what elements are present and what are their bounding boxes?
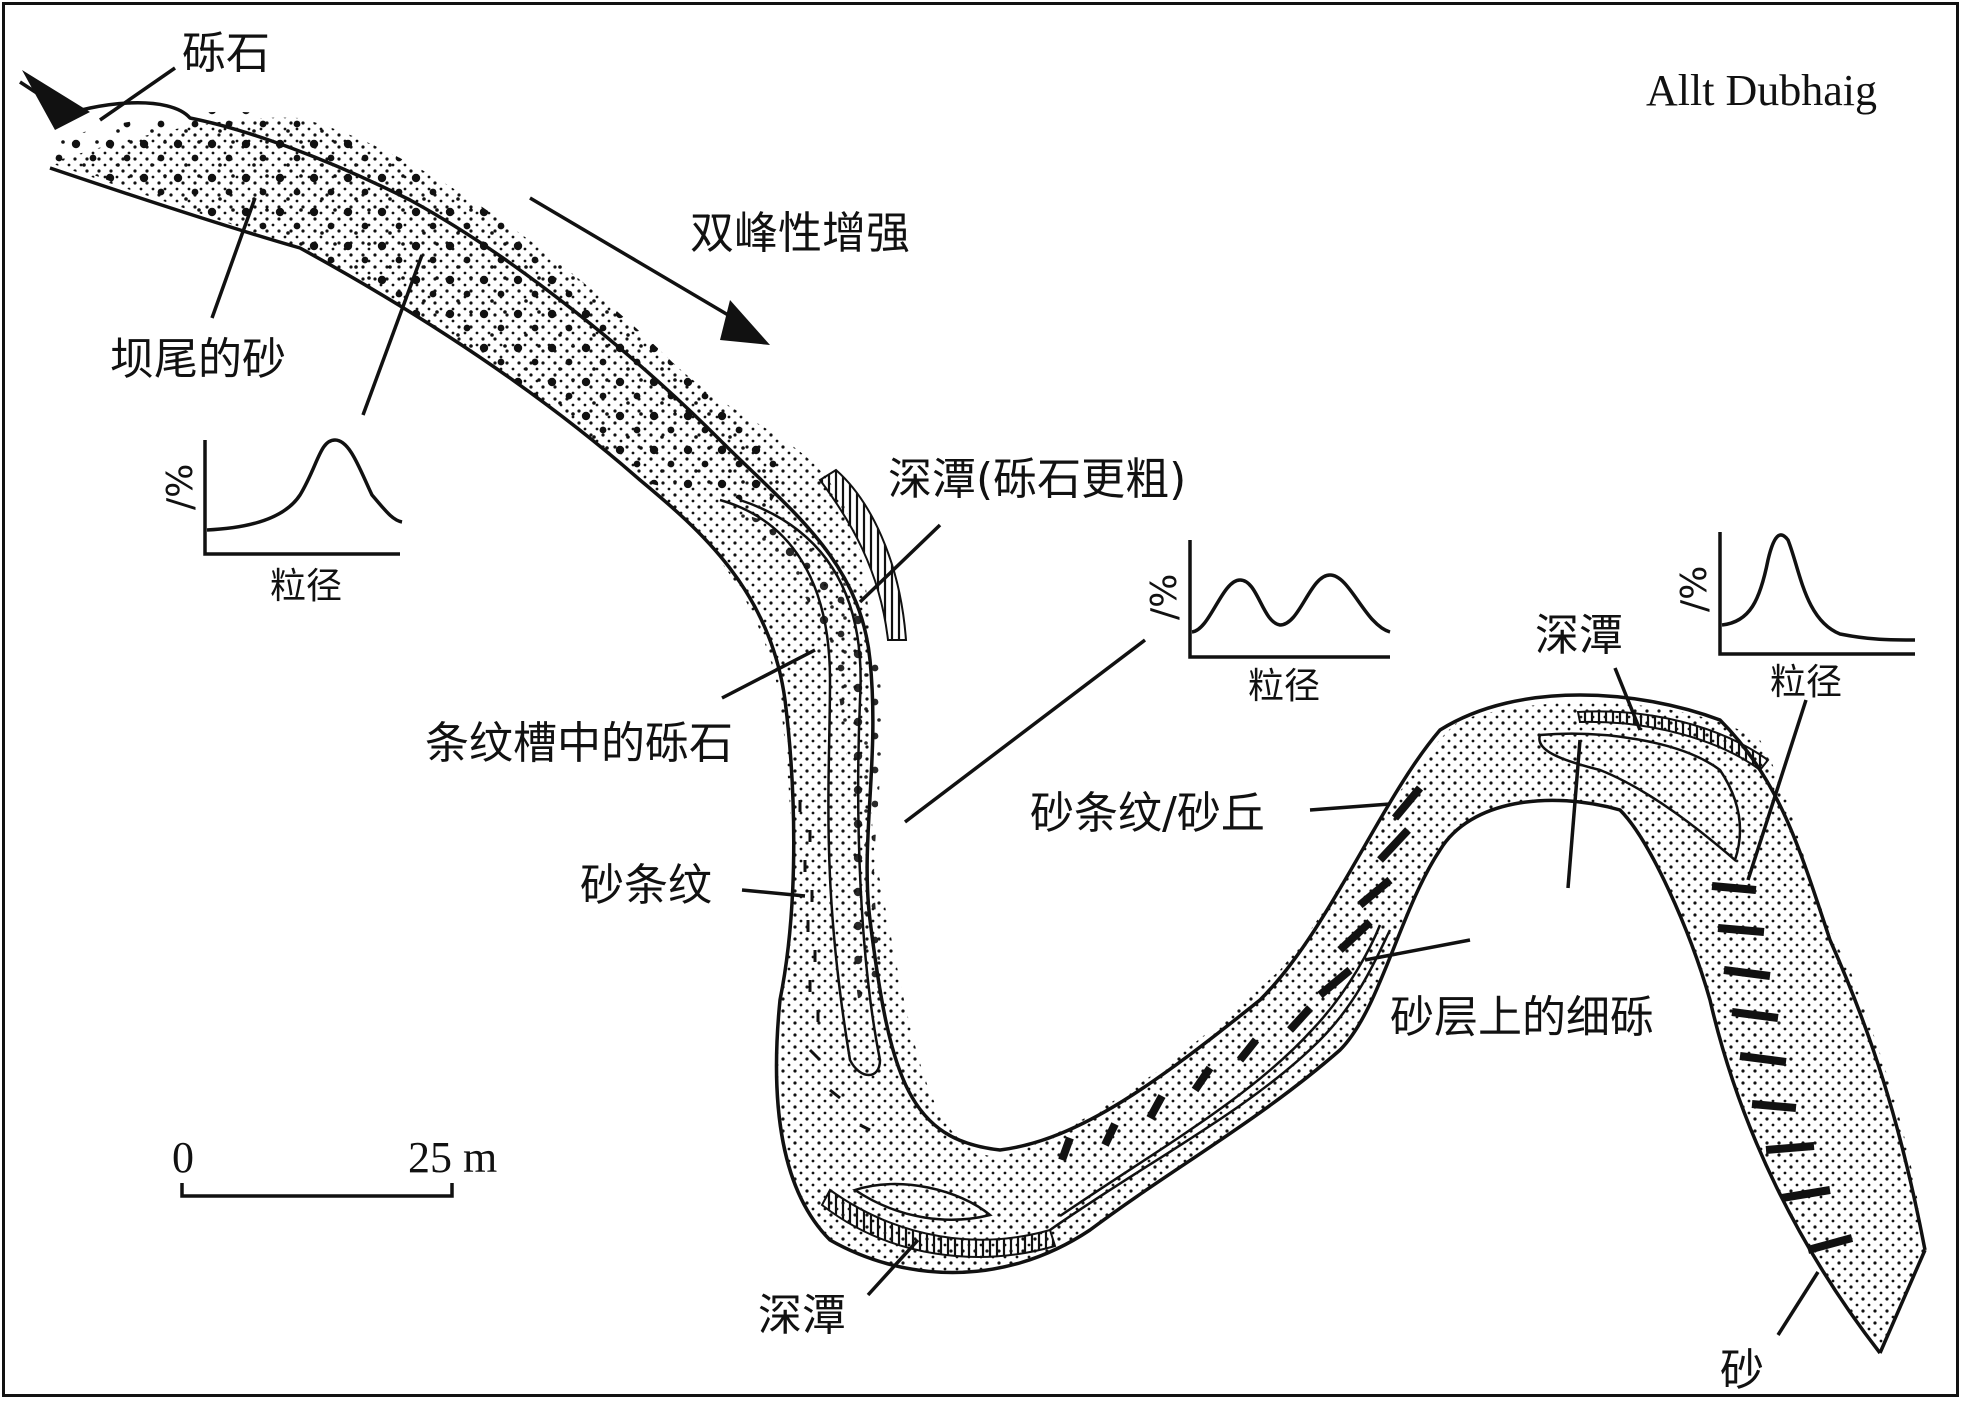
trend-arrow-icon xyxy=(529,196,770,345)
sand-ribbons-left xyxy=(798,800,871,1132)
river-outer-bank xyxy=(49,101,1927,1251)
river-channel xyxy=(50,117,1925,1353)
label-gravel: 砾石 xyxy=(182,28,270,79)
label-pool-bottom: 深潭 xyxy=(758,1290,846,1341)
grain-size-graph-3: /% 粒径 xyxy=(1674,532,1916,703)
fine-gravel-strip xyxy=(1049,929,1392,1232)
scale-end: 25 m xyxy=(408,1133,497,1182)
label-sand: 砂 xyxy=(1720,1345,1764,1396)
river-inner-bank xyxy=(49,166,1882,1355)
label-pool-coarse: 深潭(砾石更粗) xyxy=(888,454,1186,505)
graph-1-xlabel: 粒径 xyxy=(270,566,342,607)
sand-ribbons-right xyxy=(1711,882,1854,1254)
scale-bar: 0 25 m xyxy=(172,1133,497,1198)
grain-size-graph-2: /% 粒径 xyxy=(1144,540,1391,707)
label-gravel-in-ribbon: 条纹槽中的砾石 xyxy=(425,718,733,769)
scale-start: 0 xyxy=(172,1133,194,1182)
fine-gravel-strip-2 xyxy=(1059,924,1382,1218)
label-bar-tail-sand: 坝尾的砂 xyxy=(110,334,286,385)
river-end-line xyxy=(1878,1249,1927,1354)
pool-gravel-zone xyxy=(720,510,890,1010)
label-pool-right: 深潭 xyxy=(1535,610,1623,661)
grain-size-graph-1: /% 粒径 xyxy=(160,438,403,607)
graph-1-ylabel: /% xyxy=(160,464,201,510)
label-fine-gravel: 砂层上的细砾 xyxy=(1390,992,1654,1043)
label-sand-ribbon: 砂条纹 xyxy=(580,860,712,911)
figure-title: Allt Dubhaig xyxy=(1646,66,1877,115)
label-bimodal: 双峰性增强 xyxy=(690,208,910,259)
sand-dunes xyxy=(1058,785,1424,1162)
graph-3-xlabel: 粒径 xyxy=(1770,662,1842,703)
pool-hatch-bottom xyxy=(820,1188,1057,1258)
graph-3-ylabel: /% xyxy=(1674,566,1715,612)
label-ribbon-dune: 砂条纹/砂丘 xyxy=(1030,788,1265,839)
graph-2-ylabel: /% xyxy=(1144,574,1185,620)
inflow-arrow-icon xyxy=(19,70,90,130)
gravel-ribbon-channel xyxy=(719,498,882,1077)
pool-hatch-upper xyxy=(818,468,908,641)
graph-2-xlabel: 粒径 xyxy=(1248,666,1320,707)
pool-lens-bottom xyxy=(852,1182,993,1221)
leader-lines xyxy=(99,66,1820,1336)
gravel-reach xyxy=(55,111,790,521)
